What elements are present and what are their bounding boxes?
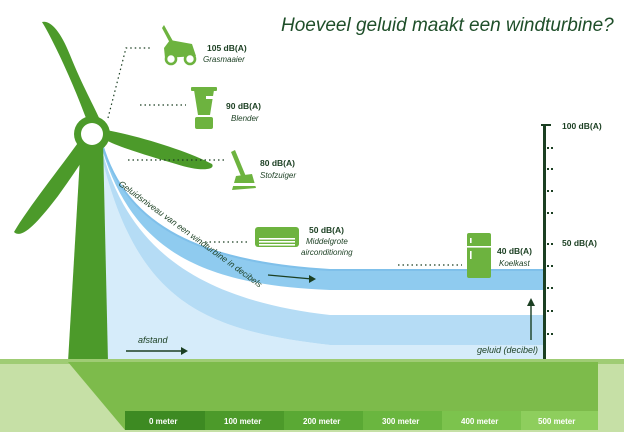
afstand-label: afstand [138,335,169,345]
sound-band-light [100,150,545,360]
curve-arrow-head [309,275,316,283]
vacuum-name: Stofzuiger [260,171,296,180]
turbine-blade-right [106,130,213,170]
ground-top [0,359,624,364]
scale-mid-label: 50 dB(A) [562,238,597,248]
curve-arrow [267,274,313,280]
page-title: Hoeveel geluid maakt een windturbine? [281,15,614,36]
distance-label-400: 400 meter [461,417,498,426]
aircon-value: 50 dB(A) [309,225,344,235]
turbine-blade-top [42,21,100,120]
distance-label-100: 100 meter [224,417,261,426]
sound-curve-edge [99,135,545,271]
lawnmower-value: 105 dB(A) [207,43,247,53]
lawnmower-name: Grasmaaier [203,55,245,64]
distance-label-0: 0 meter [149,417,177,426]
afstand-arrow-head [181,347,188,355]
fridge-icon [467,233,491,278]
geluid-arrow-head [527,298,535,306]
vacuum-value: 80 dB(A) [260,158,295,168]
lawnmower-icon [162,25,197,66]
vacuum-cleaner-icon [231,150,256,190]
decibel-scale [541,124,553,362]
distance-label-200: 200 meter [303,417,340,426]
blender-value: 90 dB(A) [226,101,261,111]
aircon-name-line2: airconditioning [301,248,353,257]
air-conditioner-icon [255,227,299,247]
aircon-name-line1: Middelgrote [306,237,348,246]
turbine-hub-center [81,123,103,145]
wind-turbine [14,21,213,362]
blender-name: Blender [231,114,259,123]
blender-icon [191,87,217,129]
fridge-name: Koelkast [499,259,530,268]
distance-bar [125,411,598,430]
geluid-label: geluid (decibel) [477,345,538,355]
leader-lawnmower [107,47,150,119]
distance-label-300: 300 meter [382,417,419,426]
distance-label-500: 500 meter [538,417,575,426]
sound-band-mid [100,142,545,345]
turbine-tower [68,140,108,362]
turbine-blade-left [14,140,92,234]
sound-band-dark [100,136,545,290]
scale-top-label: 100 dB(A) [562,121,602,131]
fridge-value: 40 dB(A) [497,246,532,256]
